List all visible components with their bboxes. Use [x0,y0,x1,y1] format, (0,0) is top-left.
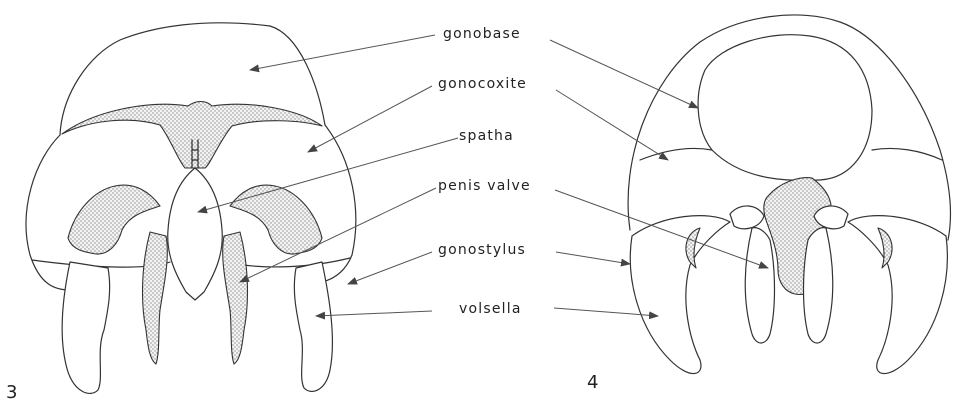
labels: gonobase gonocoxite spatha penis valve g… [438,26,531,317]
fig4-lobe-left [730,206,764,229]
fig3-penis-valve-right [223,232,248,364]
fig4-coxite-line-left [640,148,712,160]
figure-4-drawing [628,15,950,374]
fig3-penis-valve-left [143,232,168,364]
leader-gonocoxite-3 [308,86,432,152]
label-spatha: spatha [459,128,514,144]
figure-number-3: 3 [6,382,17,403]
label-penis-valve: penis valve [438,178,531,194]
fig3-volsella-right [230,185,322,254]
label-gonostylus: gonostylus [438,242,526,258]
leader-gonostylus-4 [556,252,630,264]
leader-gonocoxite-4 [556,90,668,160]
fig3-gonostylus-right [294,262,332,391]
leader-gonobase-4 [550,40,698,108]
label-gonobase: gonobase [443,26,521,42]
fig3-gonocoxite-left [26,135,70,290]
fig4-gonostylus-left [630,216,730,374]
figure-3-drawing [26,23,356,394]
fig3-gonocoxite-right [322,125,356,282]
fig3-volsella-left [68,185,160,254]
fig4-coxite-line-right [872,148,942,160]
label-gonocoxite: gonocoxite [438,76,527,92]
fig4-penis-valve-left [745,228,774,343]
fig4-gonobase-opening [698,35,872,181]
leader-volsella-3 [316,311,432,316]
label-volsella: volsella [459,301,522,317]
figure-number-4: 4 [587,372,598,393]
fig3-spatha [168,168,223,300]
leader-spatha-3 [198,138,458,212]
leader-gonostylus-3 [348,252,432,284]
fig4-penis-valve-right [804,228,833,343]
fig4-gonostylus-right [848,216,947,374]
fig3-gonostylus-left [62,262,110,393]
leader-gonobase-3 [250,35,435,70]
